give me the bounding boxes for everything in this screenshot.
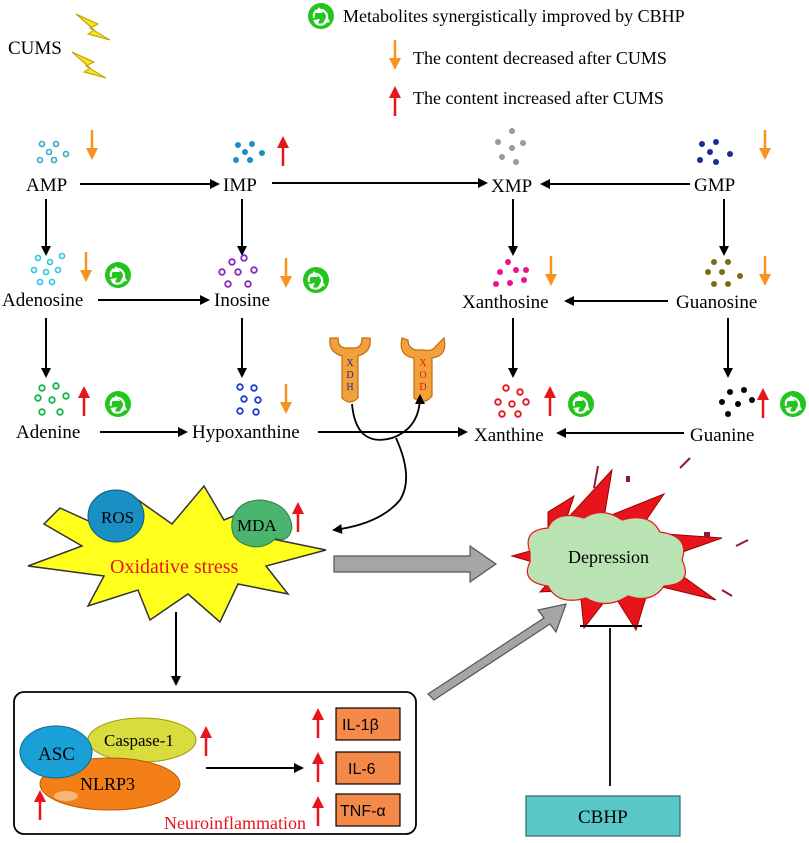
- cytokine-box: [335, 707, 401, 741]
- mda-label: MDA: [237, 516, 277, 535]
- xanthine-molecule-icon: [494, 384, 530, 418]
- node-xanthosine: Xanthosine: [462, 292, 549, 313]
- node-adenine: Adenine: [16, 422, 80, 443]
- xanthosine-decrease-arrow-icon: [543, 254, 559, 288]
- cytokine-label: IL-1β: [342, 717, 379, 734]
- mda-increase-arrow-icon: [290, 500, 306, 534]
- guanine-increase-arrow-icon: [755, 386, 771, 420]
- xdh-letter: X: [346, 358, 354, 369]
- adenosine-molecule-icon: [30, 252, 66, 286]
- guanosine-molecule-icon: [705, 259, 743, 287]
- guanosine-decrease-arrow-icon: [757, 254, 773, 288]
- node-xmp: XMP: [491, 176, 532, 197]
- adenine-increase-arrow-icon: [76, 384, 92, 418]
- amp-decrease-arrow-icon: [84, 128, 100, 162]
- adenosine-decrease-arrow-icon: [78, 250, 94, 284]
- ros-circle: [87, 489, 145, 543]
- depression-cloud: [526, 511, 686, 605]
- asc-label: ASC: [38, 744, 75, 765]
- node-guanosine: Guanosine: [676, 292, 757, 313]
- lightning-icon: [75, 13, 111, 41]
- caspase-label: Caspase-1: [104, 731, 174, 750]
- xdh-to-xod-arrow: [351, 394, 425, 441]
- recycle-icon: [306, 1, 336, 31]
- xmp-molecule-icon: [495, 128, 526, 165]
- cums-label: CUMS: [8, 38, 62, 59]
- adenosine-recycle-icon: [103, 260, 133, 290]
- xod-letter: D: [419, 382, 426, 393]
- xanthine-increase-arrow-icon: [542, 384, 558, 418]
- inosine-recycle-icon: [301, 265, 331, 295]
- oxidative-stress-burst: [27, 484, 327, 624]
- legend-decreased: The content decreased after CUMS: [413, 48, 667, 68]
- cbhp-box: [525, 795, 681, 837]
- cytokine-label: TNF-α: [340, 803, 386, 820]
- guanine-molecule-icon: [719, 387, 755, 417]
- node-imp: IMP: [223, 175, 257, 196]
- node-gmp: GMP: [694, 175, 735, 196]
- node-guanine: Guanine: [690, 425, 754, 446]
- xanthine-recycle-icon: [566, 389, 596, 419]
- node-xanthine: Xanthine: [474, 425, 544, 446]
- legend-increased: The content increased after CUMS: [413, 88, 664, 108]
- adenine-molecule-icon: [34, 382, 70, 416]
- xod-letter: O: [419, 370, 426, 381]
- node-inosine: Inosine: [214, 290, 270, 311]
- imp-molecule-icon: [233, 141, 265, 163]
- inflammation-to-depression-arrow: [427, 603, 567, 701]
- cytokine-box: [335, 751, 401, 785]
- node-amp: AMP: [26, 175, 67, 196]
- imp-increase-arrow-icon: [275, 134, 291, 168]
- adenine-recycle-icon: [103, 389, 133, 419]
- guanine-recycle-icon: [778, 389, 808, 419]
- hypoxanthine-molecule-icon: [236, 383, 262, 416]
- oxidative-to-depression-arrow: [333, 544, 498, 584]
- depression-label: Depression: [568, 547, 649, 567]
- nlrp3-highlight: [54, 791, 78, 801]
- xdh-letter: H: [346, 382, 353, 393]
- gmp-molecule-icon: [697, 139, 733, 165]
- xdh-enzyme-icon: X D H: [329, 337, 371, 403]
- nlrp3-label: NLRP3: [80, 774, 135, 794]
- node-adenosine: Adenosine: [2, 290, 83, 311]
- oxidative-stress-label: Oxidative stress: [110, 556, 239, 578]
- inosine-molecule-icon: [218, 254, 258, 288]
- orange-down-arrow-icon: [387, 38, 403, 72]
- xdh-letter: D: [346, 370, 353, 381]
- gmp-decrease-arrow-icon: [757, 128, 773, 162]
- mda-shape: [231, 499, 293, 548]
- inosine-decrease-arrow-icon: [278, 256, 294, 290]
- xanthosine-molecule-icon: [493, 259, 529, 287]
- cbhp-label: CBHP: [578, 807, 628, 828]
- xod-enzyme-icon: X O D: [400, 336, 446, 403]
- cytokine-label: IL-6: [348, 761, 376, 778]
- red-up-arrow-icon: [387, 84, 403, 118]
- lightning-icon: [71, 51, 107, 79]
- neuroinflammation-label: Neuroinflammation: [164, 813, 306, 833]
- node-hypoxanthine: Hypoxanthine: [192, 422, 300, 443]
- xod-letter: X: [419, 358, 427, 369]
- cytokine-box: [335, 793, 401, 827]
- xod-to-oxidative-arrow: [332, 437, 408, 534]
- asc-shape: [19, 725, 93, 779]
- amp-molecule-icon: [36, 140, 70, 164]
- ros-label: ROS: [101, 508, 134, 527]
- legend-recycle: Metabolites synergistically improved by …: [343, 6, 685, 26]
- hypoxanthine-decrease-arrow-icon: [278, 382, 294, 416]
